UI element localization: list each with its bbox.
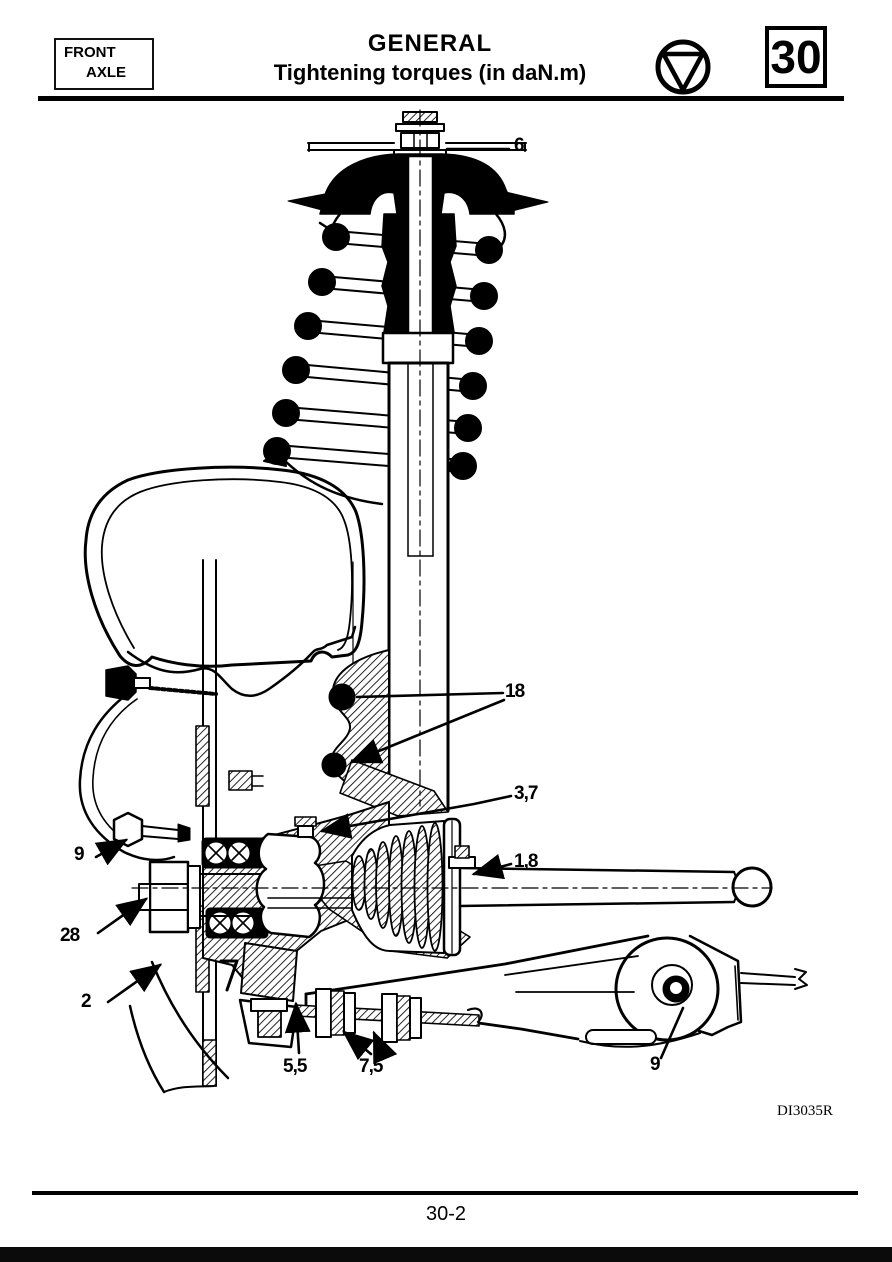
footer-rule [32,1191,858,1195]
scan-artifact-bar [0,1247,892,1262]
torque-callout-strut-upper-nut: 6 [514,135,525,156]
page-title: GENERAL [367,30,493,57]
tire-and-rim [83,465,366,1087]
figure-reference: DI3035R [777,1103,833,1119]
lower-arm [128,934,808,1094]
steering-bellows-and-tie-rod [267,817,773,957]
section-label-box: FRONT AXLE [54,38,154,90]
page-number: 30-2 [425,1203,467,1225]
torque-callout-track-rod-joint: 3,7 [514,783,538,804]
chapter-number-box: 30 [765,26,827,88]
chapter-number: 30 [770,31,822,83]
header-rule [38,96,844,101]
torque-callout-ball-joint: 5,5 [283,1056,307,1077]
stabilizer-link [294,988,483,1043]
brand-logo-icon [654,38,712,96]
section-label-line1: FRONT [64,44,116,61]
torque-callout-hub-nut: 28 [60,925,80,946]
centerlines [131,109,773,889]
torque-callout-track-rod-locknut: 1,8 [514,851,538,872]
leader-lines [94,147,685,1065]
strut-assembly [287,111,549,813]
torque-callout-disc-screw: 2 [81,991,92,1012]
torque-callout-arm-pivot: 9 [650,1054,661,1075]
torque-callout-wheel-bolt: 9 [74,844,85,865]
page-subtitle: Tightening torques (in daN.m) [273,60,587,85]
section-label-line2: AXLE [86,64,127,81]
torque-callout-arb-link-nuts: 7,5 [359,1056,383,1077]
torque-callout-strut-bolts: 18 [505,681,525,702]
